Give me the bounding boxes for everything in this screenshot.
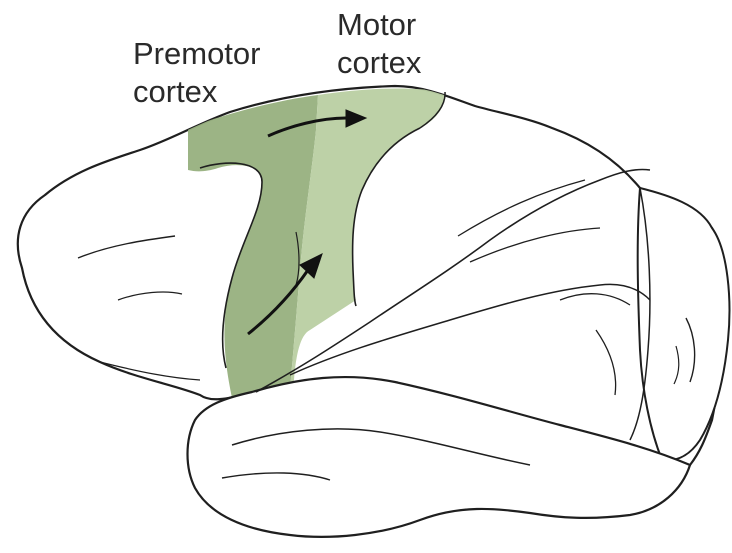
- premotor-label-line1: Premotor: [133, 35, 260, 73]
- premotor-label-line2: cortex: [133, 73, 260, 111]
- motor-label-line1: Motor: [337, 6, 421, 44]
- premotor-cortex-label: Premotor cortex: [133, 35, 260, 111]
- cerebellum-outline: [638, 188, 730, 460]
- motor-cortex-label: Motor cortex: [337, 6, 421, 82]
- motor-label-line2: cortex: [337, 44, 421, 82]
